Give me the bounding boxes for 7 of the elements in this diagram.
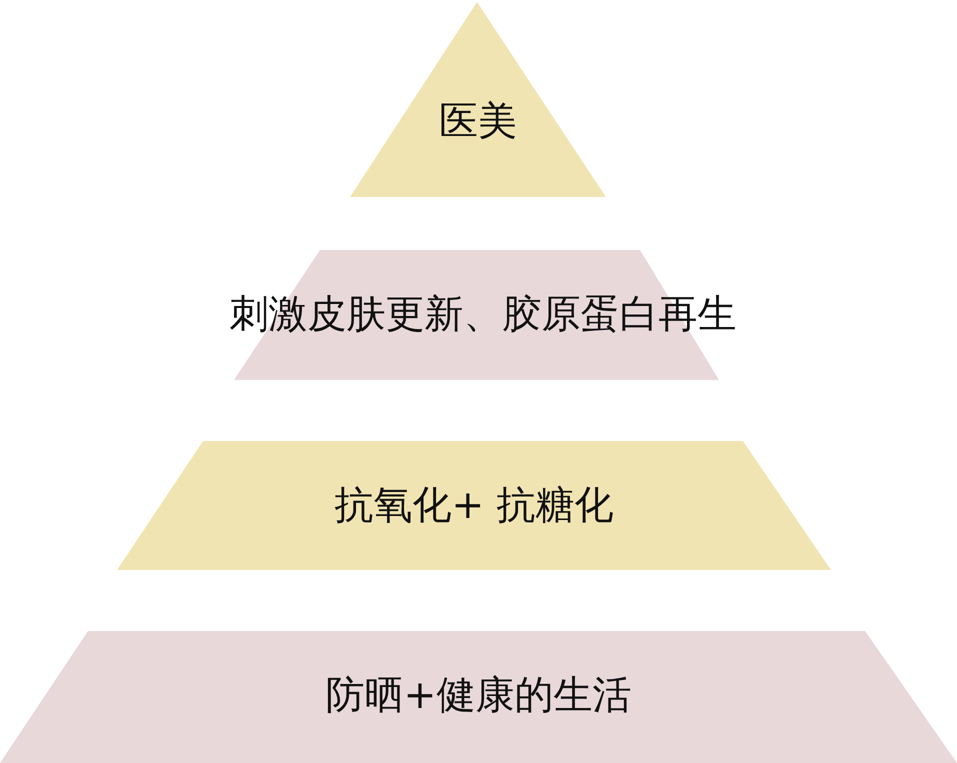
- tier-label: 医美: [438, 102, 518, 141]
- pyramid-tier: [350, 2, 606, 197]
- pyramid-tier: [0, 631, 957, 763]
- pyramid-tier: [117, 441, 831, 570]
- tier-label: 防晒+健康的生活: [324, 676, 632, 715]
- tier-label: 抗氧化+ 抗糖化: [333, 486, 615, 525]
- tier-label: 刺激皮肤更新、胶原蛋白再生: [228, 295, 738, 334]
